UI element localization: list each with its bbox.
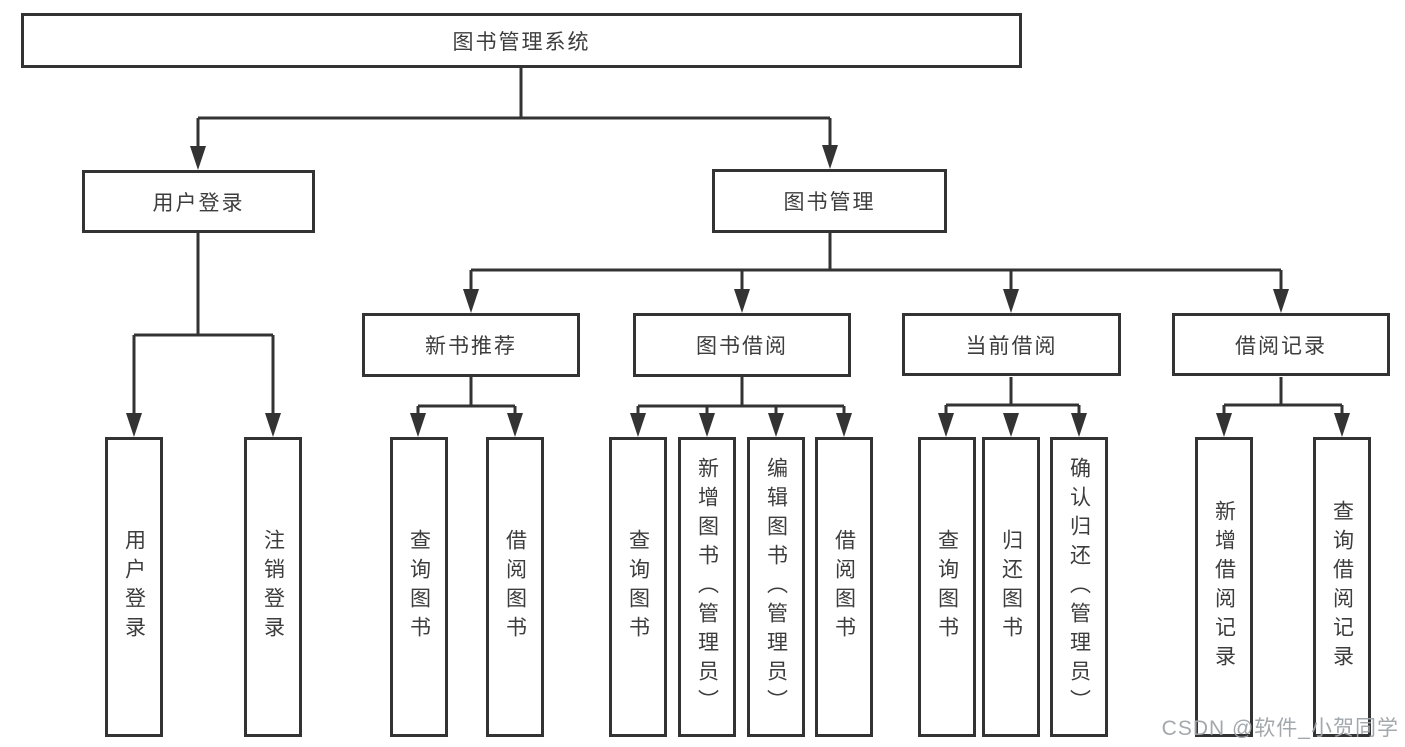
leaf-add-borrow-record: 新增借阅记录 <box>1195 437 1253 737</box>
arrowhead <box>822 145 838 169</box>
arrowhead <box>938 413 954 437</box>
connector-current-to-leaves <box>944 377 1081 414</box>
node-new-book-recommend: 新书推荐 <box>362 313 580 377</box>
connector-login-to-leaves <box>132 233 275 414</box>
arrowhead <box>630 413 646 437</box>
arrowhead <box>410 413 426 437</box>
arrowhead <box>836 413 852 437</box>
node-library-management-system: 图书管理系统 <box>21 13 1022 68</box>
node-book-management: 图书管理 <box>712 169 947 233</box>
leaf-borrow-book: 借阅图书 <box>815 437 873 737</box>
arrowhead <box>1216 413 1232 437</box>
arrowhead <box>1003 413 1019 437</box>
arrowhead <box>1003 289 1019 313</box>
leaf-user-login: 用户登录 <box>105 437 163 737</box>
arrowhead <box>507 413 523 437</box>
arrowhead <box>699 413 715 437</box>
connector-root-to-level2 <box>196 68 832 147</box>
connector-recommend-to-leaves <box>416 377 517 414</box>
leaf-query-book-recommend: 查询图书 <box>390 437 448 737</box>
node-borrow-records: 借阅记录 <box>1172 313 1390 376</box>
leaf-return-book: 归还图书 <box>982 437 1040 737</box>
connector-records-to-leaves <box>1222 377 1344 414</box>
leaf-query-borrow-record: 查询借阅记录 <box>1313 437 1371 737</box>
leaf-edit-book-admin: 编辑图书（管理员） <box>747 437 805 737</box>
csdn-watermark: CSDN @软件_小贺同学 <box>1161 717 1399 740</box>
leaf-query-book-borrow: 查询图书 <box>609 437 667 737</box>
arrowhead <box>190 146 206 170</box>
arrowhead <box>126 413 142 437</box>
arrowhead <box>1071 413 1087 437</box>
node-user-login: 用户登录 <box>82 170 315 233</box>
arrowhead <box>1334 413 1350 437</box>
node-book-borrow: 图书借阅 <box>633 313 851 377</box>
connector-mgmt-to-level3 <box>469 233 1283 290</box>
arrowhead <box>463 289 479 313</box>
node-current-borrow: 当前借阅 <box>902 313 1121 376</box>
arrowhead <box>768 413 784 437</box>
connector-borrow-to-leaves <box>636 377 846 414</box>
leaf-confirm-return-admin: 确认归还（管理员） <box>1050 437 1108 737</box>
leaf-query-book-current: 查询图书 <box>918 437 976 737</box>
leaf-add-book-admin: 新增图书（管理员） <box>678 437 736 737</box>
arrowhead <box>734 289 750 313</box>
leaf-logout: 注销登录 <box>244 437 302 737</box>
arrowhead <box>265 413 281 437</box>
arrowhead <box>1273 289 1289 313</box>
leaf-borrow-book-recommend: 借阅图书 <box>486 437 544 737</box>
